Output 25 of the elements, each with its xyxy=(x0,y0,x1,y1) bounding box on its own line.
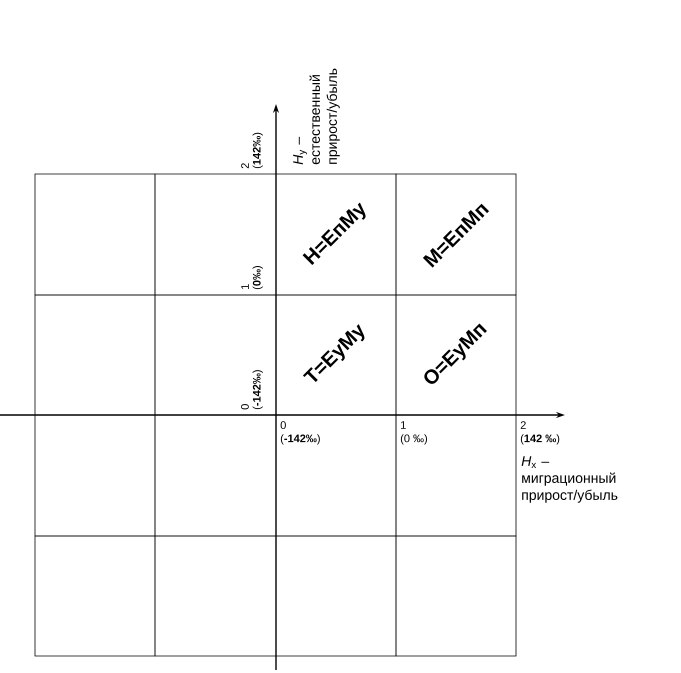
grid-cell xyxy=(154,294,276,416)
tick-label: (142 ‰) xyxy=(520,434,560,444)
tick-label: (0‰) xyxy=(252,266,263,290)
tick-label: (-142‰) xyxy=(280,434,320,444)
grid-cell xyxy=(276,414,396,536)
grid-cell xyxy=(34,536,156,656)
grid-cell xyxy=(154,536,276,656)
grid-cell xyxy=(34,414,156,536)
tick-label: (-142‰) xyxy=(252,370,263,410)
grid-cell xyxy=(154,414,276,536)
grid-cell xyxy=(276,536,396,656)
tick-label: 0 xyxy=(280,421,286,429)
grid-cell xyxy=(34,174,156,296)
tick-label: 2 xyxy=(241,163,249,168)
tick-label: 1 xyxy=(241,284,249,289)
grid-cell xyxy=(34,294,156,416)
tick-label: (0 ‰) xyxy=(400,434,427,444)
tick-label: 2 xyxy=(520,421,526,429)
grid-cell xyxy=(154,174,276,296)
tick-label: 0 xyxy=(241,404,249,410)
axis-title: H$_{x}$ – миграционный прирост/убыль xyxy=(522,456,618,503)
grid-cell xyxy=(396,536,516,656)
grid-cell xyxy=(396,414,516,536)
tick-label: 1 xyxy=(401,421,406,429)
tick-label: (142‰) xyxy=(252,132,263,168)
